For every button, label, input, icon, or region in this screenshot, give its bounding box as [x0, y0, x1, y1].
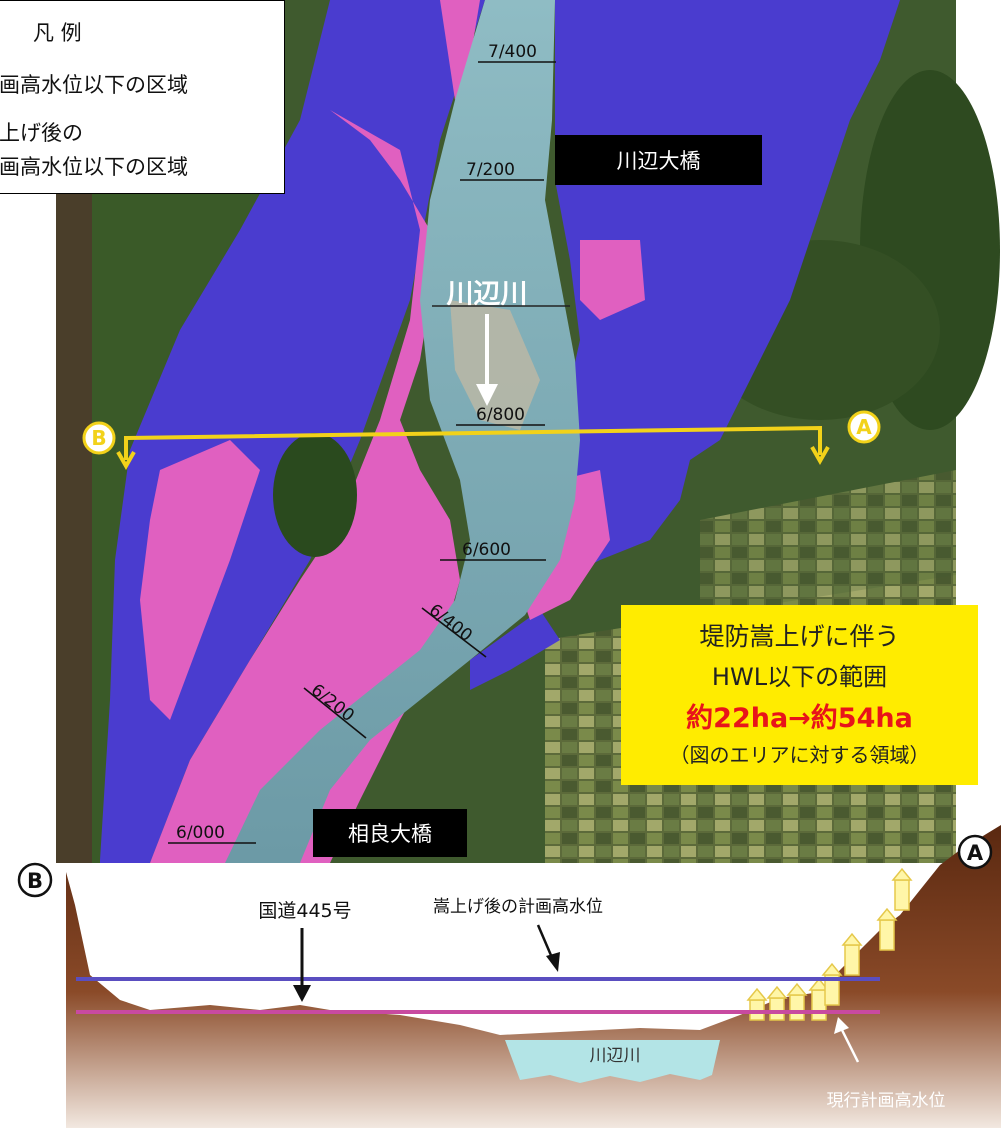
info-box: 堤防嵩上げに伴う HWL以下の範囲 約22ha→約54ha （図のエリアに対する…: [621, 605, 978, 785]
station-label: 7/400: [488, 42, 537, 62]
map-river-label: 川辺川: [447, 279, 528, 310]
svg-text:A: A: [967, 841, 984, 865]
raised-hwl-label: 嵩上げ後の計画高水位: [433, 897, 603, 917]
station-marks: [168, 61, 556, 844]
svg-text:B: B: [91, 426, 106, 450]
info-note: （図のエリアに対する領域）: [669, 743, 930, 767]
bridge-label-bottom: 相良大橋: [313, 809, 467, 857]
arrow-icon: [536, 924, 560, 972]
river-channel: [225, 0, 580, 863]
bridge-label-top-text: 川辺大橋: [616, 149, 701, 173]
profile-marker-a: A: [957, 834, 993, 870]
profile-marker-b: B: [17, 862, 53, 898]
section-marker-b: B: [82, 421, 116, 455]
legend-item-additional-line1: 上げ後の: [0, 121, 83, 145]
legend-item-raised: 画高水位以下の区域: [0, 73, 188, 97]
info-highlight: 約22ha→約54ha: [686, 703, 913, 734]
ground-profile: [66, 825, 1001, 1128]
current-hwl-label: 現行計画高水位: [827, 1091, 946, 1111]
legend-box: 凡 例 画高水位以下の区域 上げ後の 画高水位以下の区域: [0, 0, 285, 194]
section-marker-a: A: [847, 410, 881, 444]
cross-section-profile: [66, 825, 1001, 1128]
svg-text:B: B: [27, 869, 43, 893]
legend-title: 凡 例: [33, 21, 82, 45]
legend-item-additional-line2: 画高水位以下の区域: [0, 155, 188, 179]
bridge-label-top: 川辺大橋: [555, 135, 762, 185]
road-label: 国道445号: [258, 900, 351, 922]
station-label: 6/800: [476, 405, 525, 425]
svg-text:A: A: [856, 415, 872, 439]
arrow-down-icon: [293, 928, 311, 1002]
bridge-label-bottom-text: 相良大橋: [348, 822, 432, 846]
station-label: 6/000: [176, 823, 225, 843]
profile-river-label: 川辺川: [590, 1046, 641, 1066]
house-icons: [746, 867, 913, 1021]
station-label: 6/600: [462, 540, 511, 560]
arrow-up-icon: [834, 1017, 860, 1063]
info-line2: HWL以下の範囲: [711, 663, 888, 691]
arrow-down-icon: [476, 314, 498, 406]
river-water: [505, 1040, 720, 1083]
info-line1: 堤防嵩上げに伴う: [699, 622, 900, 651]
river-sandbar: [450, 300, 540, 430]
station-label: 7/200: [466, 160, 515, 180]
section-line: [116, 425, 830, 471]
